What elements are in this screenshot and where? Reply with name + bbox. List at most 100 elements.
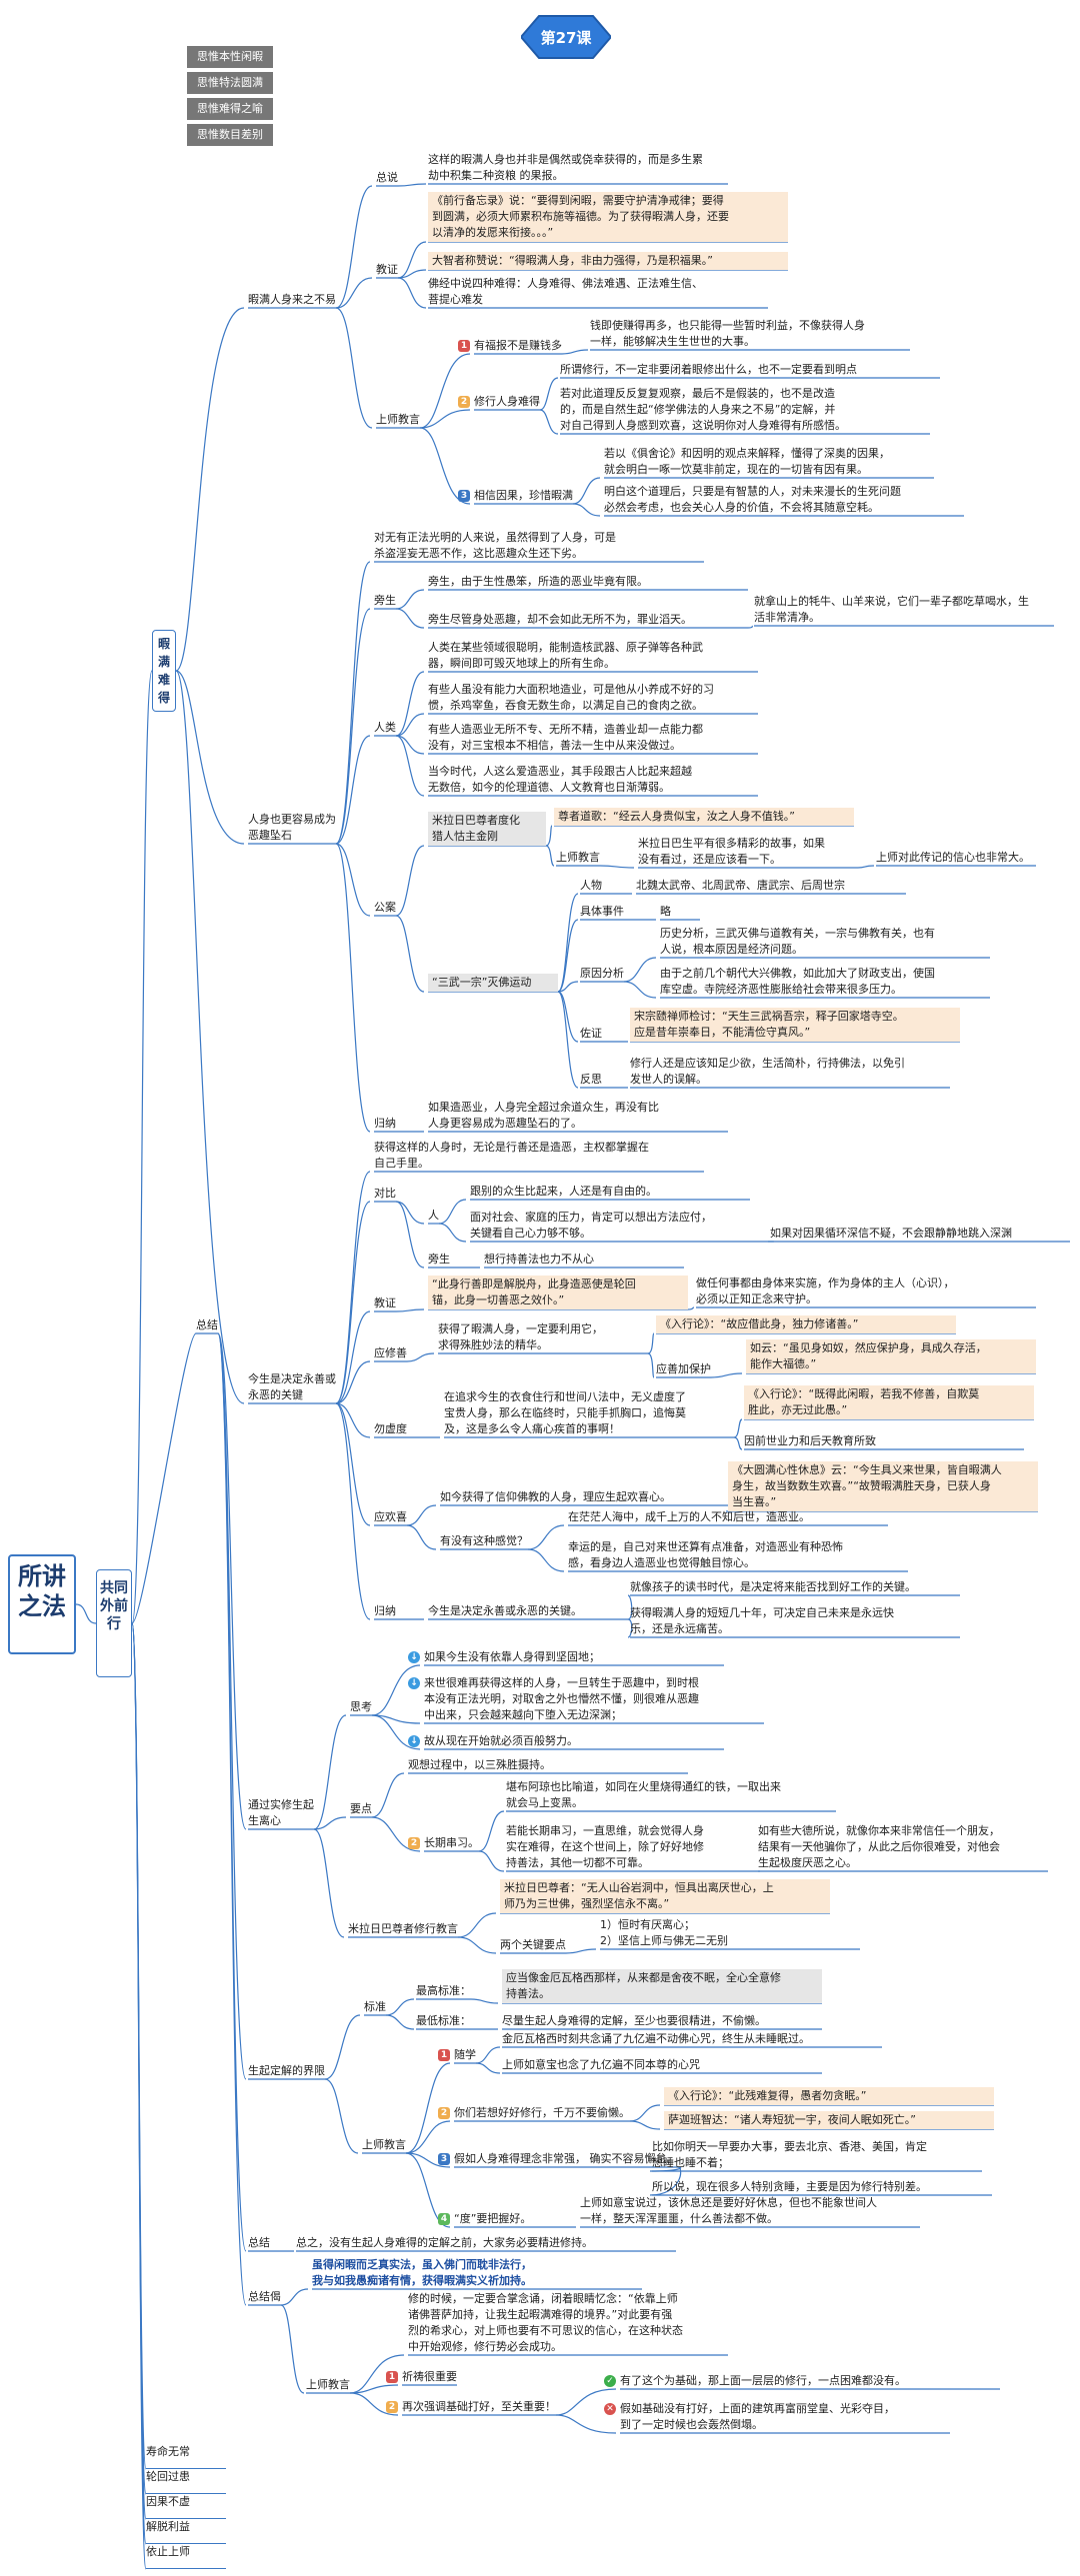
- node-a2-rl[interactable]: 人类: [374, 721, 396, 734]
- node-a3-db-r[interactable]: 人: [428, 1209, 439, 1222]
- node-a3-gn-1[interactable]: 就像孩子的读书时代，是决定将来能否找到好工作的关键。: [630, 1580, 916, 1593]
- node-a2-ga-1d[interactable]: 上师对此传记的信心也非常大。: [876, 851, 1030, 864]
- node-a1-sj-3b[interactable]: 明白这个道理后，只要是有智慧的人，对未来漫长的生死问题 必然会考虑，也会关心人身…: [604, 485, 901, 514]
- node-a1-jz-2[interactable]: 大智者称赞说：“得暇满人身，非由力强得，乃是积福果。”: [428, 252, 788, 270]
- node-a2-ga-1b[interactable]: 上师教言: [556, 851, 600, 864]
- node-zjj-sj-3a[interactable]: 有了这个为基础，那上面一层层的修行，一点困难都没有。: [620, 2374, 906, 2387]
- node-c-sj-3b[interactable]: 所以说，现在很多人特别贪睡，主要是因为修行特别差。: [652, 2180, 927, 2193]
- node-a2-rl-3[interactable]: 有些人造恶业无所不专、无所不精，造善业却一点能力都 没有，对三宝根本不相信，善法…: [428, 723, 703, 752]
- node-a2-rl-1[interactable]: 人类在某些领域很聪明，能制造核武器、原子弹等各种武 器，瞬间即可毁灭地球上的所有…: [428, 641, 703, 670]
- node-c-sj-2[interactable]: 你们若想好好修行，千万不要偷懒。: [454, 2106, 630, 2119]
- node-b-yd-2[interactable]: 长期串习。: [424, 1836, 479, 1849]
- node-a1-zs-t[interactable]: 这样的暇满人身也并非是偶然或侥幸获得的，而是多生累 劫中积集二种资粮 的果报。: [428, 153, 703, 182]
- sibling-topic[interactable]: 解脱利益: [146, 2519, 226, 2544]
- node-a2-ga-2e-t[interactable]: 修行人还是应该知足少欲，生活简朴，行持佛法，以免引 发世人的误解。: [630, 1057, 905, 1086]
- node-c-bz-2[interactable]: 最低标准：: [416, 2014, 471, 2027]
- node-a2-ps-2t[interactable]: 就拿山上的牦牛、山羊来说，它们一辈子都吃草喝水，生 活非常清净。: [754, 595, 1029, 624]
- node-a1-sj-3[interactable]: 相信因果，珍惜暇满: [474, 489, 573, 502]
- node-a1-sj-2a[interactable]: 所谓修行，不一定非要闭着眼修出什么，也不一定要看到明点: [560, 363, 857, 376]
- node-a1-zs[interactable]: 总说: [376, 171, 398, 184]
- node-a3-ydx-2[interactable]: 《入行论》：“故应借此身，独力修诸善。”: [656, 1315, 956, 1333]
- node-a3-gn[interactable]: 归纳: [374, 1604, 396, 1617]
- node-a2-rl-2[interactable]: 有些人虽没有能力大面积地造业，可是他从小养成不好的习 惯，杀鸡宰鱼，吞食无数生命…: [428, 683, 714, 712]
- node-a3-intro[interactable]: 获得这样的人身时，无论是行善还是造恶，主权都掌握在 自己手里。: [374, 1141, 649, 1170]
- node-a3-ydx-1[interactable]: 获得了暇满人身，一定要利用它， 求得殊胜妙法的精华。: [438, 1322, 603, 1351]
- node-b[interactable]: 通过实修生起 生离心: [248, 1798, 314, 1827]
- node-a3-yhx-1t[interactable]: 《大圆满心性休息》云：“今生具义来世果，皆自暇满人 身生，故当数数生欢喜。”“故…: [728, 1461, 1038, 1511]
- node-a3-yhx-2a[interactable]: 在茫茫人海中，成千上万的人不知后世，造恶业。: [568, 1510, 810, 1523]
- node-a3-wxd-1[interactable]: 在追求今生的衣食住行和世间八法中，无义虚度了 宝贵人身，那么在临终时，只能手抓胸…: [444, 1390, 686, 1435]
- node-a3-wxd-3[interactable]: 因前世业力和后天教育所致: [744, 1434, 876, 1447]
- node-b-yd-2b[interactable]: 若能长期串习，一直思维，就会觉得人身 实在难得，在这个世间上，除了好好地修 持善…: [506, 1824, 704, 1869]
- node-a3-db[interactable]: 对比: [374, 1187, 396, 1200]
- node-a3-yhx-2[interactable]: 有没有这种感觉？: [440, 1534, 528, 1547]
- node-a2-ga-2a[interactable]: 人物: [580, 879, 602, 892]
- node-a2-ga[interactable]: 公案: [374, 901, 396, 914]
- node-a1[interactable]: 暇满人身来之不易: [248, 293, 336, 306]
- node-a2-ga-2b[interactable]: 具体事件: [580, 905, 624, 918]
- node-zjj-sj-3b[interactable]: 假如基础没有打好，上面的建筑再富丽堂皇、光彩夺目， 到了一定时候也会轰然倒塌。: [620, 2402, 895, 2431]
- node-zjj-sj-3[interactable]: 再次强调基础打好，至关重要！: [402, 2400, 556, 2413]
- node-b-ml-1[interactable]: 米拉日巴尊者：“无人山谷岩洞中，恒具出离厌世心，上 师乃为三世佛，强烈坚信永不离…: [500, 1879, 830, 1913]
- node-c-bz-1[interactable]: 最高标准：: [416, 1984, 471, 1997]
- node-b-yd[interactable]: 要点: [350, 1802, 372, 1815]
- node-a1-jz-1[interactable]: 《前行备忘录》说：“要得到闲暇，需要守护清净戒律；要得 到圆满，必须大师累积布施…: [428, 192, 788, 242]
- node-b-sk[interactable]: 思考: [350, 1700, 372, 1713]
- node-a2-ga-2e[interactable]: 反思: [580, 1073, 602, 1086]
- node-a1-sj-1[interactable]: 有福报不是赚钱多: [474, 339, 562, 352]
- node-zjj-sj-2[interactable]: 祈祷很重要: [402, 2370, 457, 2383]
- node-zjj[interactable]: 总结偈: [248, 2290, 281, 2303]
- node-a1-jz[interactable]: 教证: [376, 263, 398, 276]
- sibling-topic[interactable]: 轮回过患: [146, 2469, 226, 2494]
- node-a2[interactable]: 人身也更容易成为 恶趣坠石: [248, 813, 336, 842]
- node-b-ml-2a[interactable]: 1）恒时有厌离心； 2）坚信上师与佛无二无别: [600, 1918, 728, 1947]
- node-b-sk-1[interactable]: 如果今生没有依靠人身得到坚固地；: [424, 1650, 600, 1663]
- node-a1-jz-3[interactable]: 佛经中说四种难得：人身难得、佛法难遇、正法难生信、 菩提心难发: [428, 277, 703, 306]
- node-zjj-1[interactable]: 虽得闲暇而乏真实法，虽入佛门而耽非法行， 我与如我愚痴诸有情，获得暇满实义祈加持…: [312, 2258, 532, 2287]
- node-a2-ga-2[interactable]: “三武一宗”灭佛运动: [428, 974, 558, 992]
- node-a1-sj-1t[interactable]: 钱即使赚得再多，也只能得一些暂时利益，不像获得人身 一样，能够解决生生世世的大事…: [590, 319, 865, 348]
- sibling-topic[interactable]: 寿命无常: [146, 2444, 226, 2469]
- node-c-bz[interactable]: 标准: [364, 2000, 386, 2013]
- level1-node[interactable]: 共同外前行: [96, 1569, 132, 1677]
- node-a2-ga-2c[interactable]: 原因分析: [580, 967, 624, 980]
- node-a2-ga-2d[interactable]: 佐证: [580, 1027, 602, 1040]
- node-a2-ps-2[interactable]: 旁生尽管身处恶趣，却不会如此无所不为，罪业滔天。: [428, 613, 692, 626]
- node-c-sj-1a[interactable]: 金厄瓦格西时刻共念诵了九亿遍不动佛心咒，终生从未睡眠过。: [502, 2032, 810, 2045]
- node-b-sk-3[interactable]: 故从现在开始就必须百般努力。: [424, 1734, 578, 1747]
- node-c-sj-1b[interactable]: 上师如意宝也念了九亿遍不同本尊的心咒: [502, 2058, 700, 2071]
- node-a3-yhx[interactable]: 应欢喜: [374, 1510, 407, 1523]
- node-zongjie-b-t[interactable]: 总之，没有生起人身难得的定解之前，大家务必要精进修持。: [296, 2236, 593, 2249]
- node-a2-ga-2c-1[interactable]: 历史分析，三武灭佛与道教有关，一宗与佛教有关，也有 人说，根本原因是经济问题。: [660, 927, 935, 956]
- node-b-yd-1[interactable]: 观想过程中，以三殊胜摄持。: [408, 1758, 551, 1771]
- node-c-sj-4t[interactable]: 上师如意宝说过，该休息还是要好好休息，但也不能象世间人 一样，整天浑浑噩噩，什么…: [580, 2196, 877, 2225]
- node-b-yd-2c[interactable]: 如有些大德所说，就像你本来非常信任一个朋友， 结果有一天他骗你了，从此之后你很难…: [758, 1824, 1000, 1869]
- node-a2-ps-1[interactable]: 旁生，由于生性愚笨，所造的恶业毕竟有限。: [428, 575, 648, 588]
- node-a3-db-r1[interactable]: 跟别的众生比起来，人还是有自由的。: [470, 1185, 657, 1198]
- node-c-sj-1[interactable]: 随学: [454, 2048, 476, 2061]
- node-c-sj-3[interactable]: 假如人身难得理念非常强， 确实不容易懈怠。: [454, 2152, 678, 2165]
- node-a3-gn-t[interactable]: 今生是决定永善或永恶的关键。: [428, 1604, 582, 1617]
- node-a2-ga-2b-t[interactable]: 略: [660, 905, 671, 918]
- node-a1-sj-2[interactable]: 修行人身难得: [474, 395, 540, 408]
- node-zongjie-a[interactable]: 总结: [196, 1318, 218, 1331]
- node-a1-sj[interactable]: 上师教言: [376, 413, 420, 426]
- node-a2-ga-1[interactable]: 米拉日巴尊者度化 猎人怙主金刚: [428, 812, 546, 846]
- node-a2-ga-2d-t[interactable]: 宋宗赜禅师检讨：“天生三武祸吾宗，释子回家塔寺空。 应是昔年崇奉日，不能清俭守真…: [630, 1008, 960, 1042]
- node-zongjie-b[interactable]: 总结: [248, 2236, 270, 2249]
- node-a2-ga-2a-t[interactable]: 北魏太武帝、北周武帝、唐武宗、后周世宗: [636, 879, 845, 892]
- node-c-sj[interactable]: 上师教言: [362, 2138, 406, 2151]
- node-a2-ps[interactable]: 旁生: [374, 594, 396, 607]
- node-a3-db-p[interactable]: 旁生: [428, 1253, 450, 1266]
- node-a1-sj-2b[interactable]: 若对此道理反反复复观察，最后不是假装的，也不是改造 的，而是自然生起“修学佛法的…: [560, 387, 846, 432]
- sibling-topic[interactable]: 因果不虚: [146, 2494, 226, 2519]
- node-a3-jz[interactable]: 教证: [374, 1296, 396, 1309]
- node-xia-man[interactable]: 暇 满 难 得: [152, 630, 176, 712]
- node-a3-wxd-2[interactable]: 《入行论》：“既得此闲暇，若我不修善，自欺莫 胜此，亦无过此愚。”: [744, 1385, 1034, 1419]
- node-b-sk-2[interactable]: 来世很难再获得这样的人身，一旦转生于恶趣中，到时根 本没有正法光明，对取舍之外也…: [424, 1676, 699, 1721]
- node-zjj-sj[interactable]: 上师教言: [306, 2378, 350, 2391]
- node-a2-ga-1a[interactable]: 尊者道歌：“经云人身贵似宝，汝之人身不值钱。”: [554, 808, 854, 826]
- node-c-bz-1t[interactable]: 应当像金厄瓦格西那样，从来都是舍夜不眠，全心全意修 持善法。: [502, 1969, 822, 2003]
- node-a2-gn[interactable]: 归纳: [374, 1117, 396, 1130]
- node-a3-db-pt[interactable]: 想行持善法也力不从心: [484, 1253, 594, 1266]
